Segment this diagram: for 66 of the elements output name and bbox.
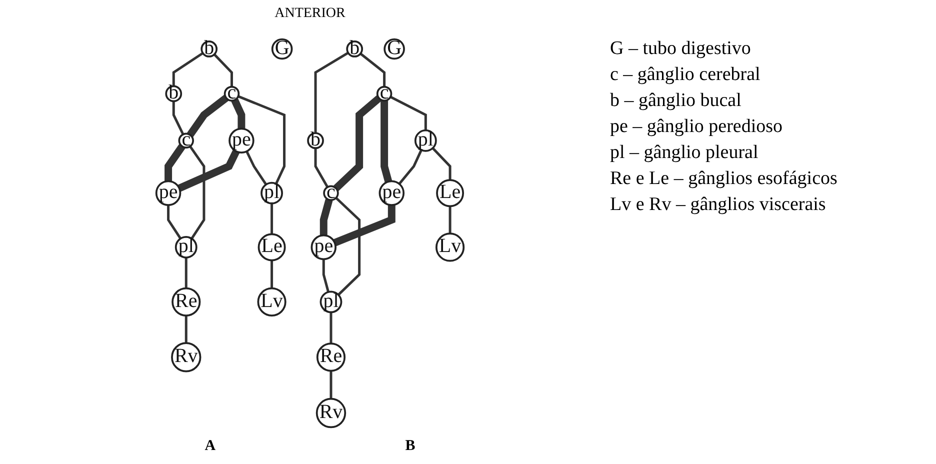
connector bbox=[184, 258, 188, 288]
node-circle: b bbox=[346, 40, 364, 58]
node-circle: c bbox=[178, 132, 194, 148]
connector bbox=[178, 150, 240, 192]
node-circle: Lv bbox=[257, 287, 286, 316]
node-circle: pe bbox=[378, 180, 405, 206]
node-circle: pe bbox=[310, 234, 337, 260]
node-circle: Rv bbox=[316, 398, 346, 428]
connector bbox=[330, 312, 332, 344]
node-circle: pe bbox=[228, 128, 254, 154]
node-circle: pe bbox=[155, 180, 182, 206]
node-circle: pl bbox=[414, 129, 437, 152]
connector bbox=[187, 94, 229, 138]
node-circle: b bbox=[200, 40, 218, 58]
node-circle: b bbox=[307, 132, 324, 150]
node-circle: G bbox=[384, 38, 405, 60]
key-entry: pe – gânglio peredioso bbox=[610, 115, 784, 139]
connector bbox=[448, 206, 452, 234]
connector bbox=[246, 150, 268, 186]
node-circle: Le bbox=[258, 233, 286, 262]
connector bbox=[213, 54, 233, 87]
connector bbox=[390, 96, 427, 130]
node-circle: pl bbox=[174, 236, 198, 258]
node-circle: G bbox=[271, 38, 293, 60]
key-entry: Lv e Rv – gânglios viscerais bbox=[610, 193, 827, 217]
node-circle: Rv bbox=[171, 342, 202, 372]
key-entry: c – gânglio cerebral bbox=[610, 63, 762, 87]
connector bbox=[335, 196, 361, 296]
connector bbox=[314, 148, 329, 188]
key-entry: Re e Le – gânglios esofágicos bbox=[610, 167, 838, 191]
node-circle: Le bbox=[436, 179, 464, 208]
orientation-label: ANTERIOR bbox=[274, 6, 346, 22]
panel-letter: A bbox=[204, 438, 216, 456]
connector bbox=[320, 198, 333, 236]
connector bbox=[270, 203, 274, 234]
node-circle: b bbox=[165, 85, 182, 102]
key-entry: pl – gânglio pleural bbox=[610, 141, 760, 165]
node-circle: c bbox=[224, 86, 240, 102]
node-circle: pl bbox=[260, 182, 283, 204]
connector bbox=[333, 95, 382, 192]
connector bbox=[398, 149, 422, 185]
node-circle: Re bbox=[172, 287, 201, 316]
connector bbox=[270, 260, 274, 288]
node-circle: Lv bbox=[436, 232, 465, 262]
connector bbox=[360, 52, 386, 87]
connector bbox=[238, 95, 286, 184]
connector bbox=[172, 52, 204, 86]
connector bbox=[380, 100, 392, 183]
connector bbox=[314, 52, 349, 134]
node-circle: pl bbox=[320, 290, 342, 314]
key-entry: G – tubo digestivo bbox=[610, 37, 752, 61]
connector bbox=[322, 259, 330, 292]
node-circle: Re bbox=[316, 342, 346, 372]
connector bbox=[432, 147, 452, 180]
connector bbox=[172, 101, 184, 135]
connector bbox=[167, 205, 182, 240]
connector bbox=[189, 146, 206, 240]
connector bbox=[333, 205, 396, 246]
panel-letter: B bbox=[405, 438, 416, 456]
key-entry: b – gânglio bucal bbox=[610, 89, 742, 113]
connector bbox=[330, 370, 332, 399]
connector bbox=[184, 316, 188, 344]
connector bbox=[164, 144, 186, 182]
connector bbox=[231, 98, 246, 129]
node-circle: c bbox=[376, 86, 392, 102]
node-circle: c bbox=[323, 185, 339, 201]
